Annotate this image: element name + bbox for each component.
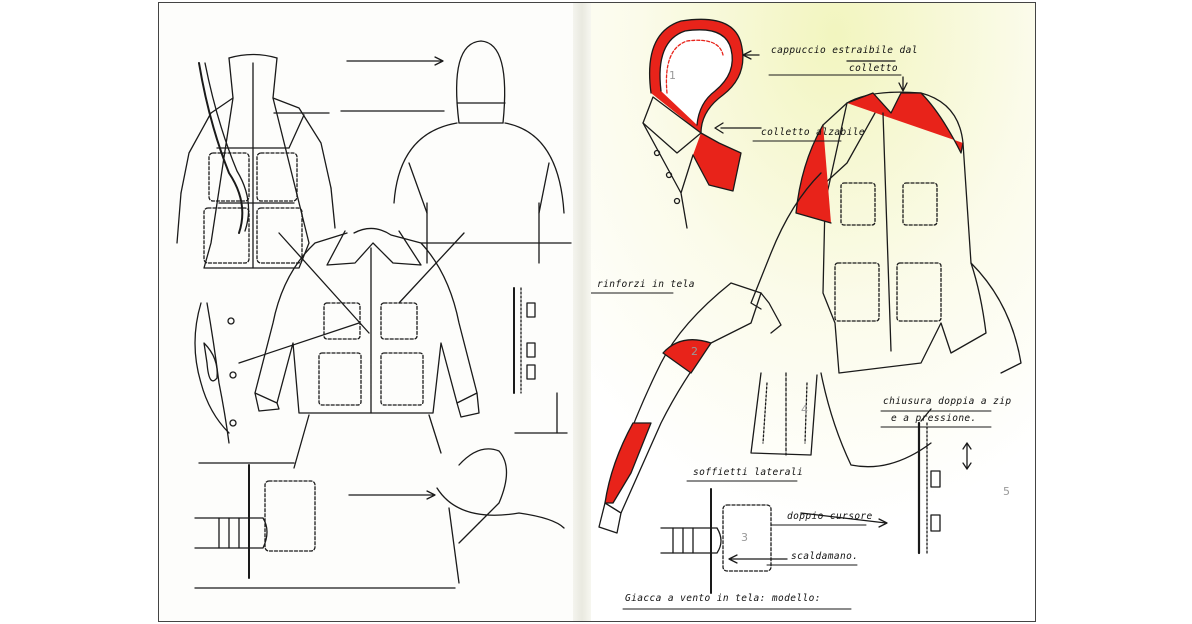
jacket-three-quarter-drawing [750,60,1022,374]
hood-collar-detail-drawing [642,18,762,229]
sketch-sheet: 1 2 3 4 5 cappuccio estraibile dal colle… [158,2,1036,622]
reinforcements-label: rinforzi in tela [597,279,695,290]
label-underlines [591,74,992,610]
closure-label: chiusura doppia a zip [883,396,1012,407]
closure-label-line2: e a pressione. [891,413,977,424]
handwarmer-label: scaldamano. [791,551,859,562]
double-zip-detail-drawing [917,408,972,555]
slider-label: doppio cursore [787,511,873,522]
detail-number-1: 1 [669,69,676,82]
detail-number-2: 2 [691,345,698,358]
left-page-sketches [159,3,573,621]
jacket-front-detail-drawing [176,53,336,269]
detail-number-5: 5 [1003,485,1010,498]
hood-label: cappuccio estraibile dal [771,45,918,56]
handwarmer-pocket-drawing [194,464,316,579]
page-fold [573,3,591,621]
right-colored-drawings: 1 2 3 4 5 [591,3,1035,621]
detail-number-3: 3 [741,531,748,544]
left-ink-drawings [176,40,572,589]
pointer-lines [194,110,568,589]
drawstring-detail-drawing [194,302,237,444]
hood-label-line2: colletto [849,63,898,74]
handwarmer-pocket-drawing-2 [660,488,888,594]
hood-side-detail-drawing [436,448,565,584]
hood-back-view-drawing [346,40,565,264]
side-bellows-drawing [750,372,932,468]
right-page-annotated-sketches: 1 2 3 4 5 cappuccio estraibile dal colle… [591,3,1035,621]
detail-number-4: 4 [801,403,808,416]
bellows-label: soffietti laterali [693,467,804,478]
collar-label: colletto alzabile [761,127,866,138]
caption-label: Giacca a vento in tela: modello: [625,593,821,604]
zip-detail-drawing [513,287,536,394]
jacket-full-front-drawing [254,227,572,418]
sleeve-reinforcement-drawing [598,282,782,534]
